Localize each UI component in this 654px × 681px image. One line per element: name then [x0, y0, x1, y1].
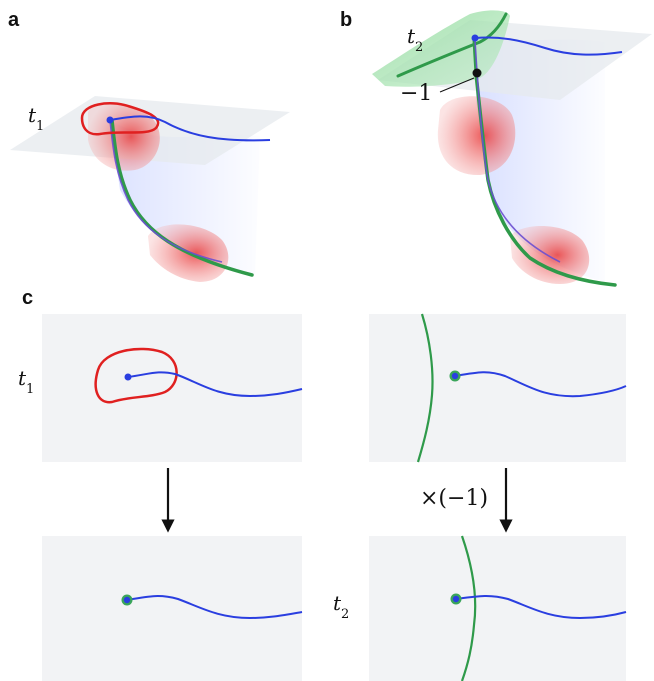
panel-a-time-label: t1 [28, 103, 44, 134]
point-marker [471, 34, 479, 42]
panel-c-frame [369, 536, 626, 681]
red-loop [80, 102, 160, 136]
blue-curve [454, 371, 627, 398]
vortex-line [474, 39, 561, 263]
value-leader [439, 77, 475, 93]
panel-b-time-label: t2 [407, 24, 423, 55]
blue-curve [126, 595, 303, 620]
panel-a-letter: a [8, 9, 20, 31]
point-marker [123, 596, 131, 604]
green-curve [460, 535, 477, 681]
point-marker [124, 373, 132, 381]
operation-label: ×(−1) [420, 486, 488, 511]
panel-a: a t1 [8, 9, 290, 282]
blue-curve [127, 371, 303, 398]
panel-c-bottom-right-label: t2 [333, 591, 349, 622]
red-shadow-blob-upper [88, 101, 160, 171]
vortex-line [109, 119, 223, 263]
red-loop [94, 347, 178, 404]
blue-curve [474, 36, 623, 56]
panel-b: b t2 −1 [340, 9, 652, 287]
panel-c-letter: c [22, 287, 33, 309]
panel-c-frame [42, 536, 302, 681]
blue-curve [455, 595, 627, 620]
red-shadow-blob-upper [437, 96, 516, 176]
blue-curve [109, 115, 271, 142]
panel-c-bottom-right [369, 535, 627, 681]
point-marker [106, 116, 114, 124]
panel-c: c t1 ×(−1) [18, 287, 627, 681]
green-connector [472, 39, 478, 75]
point-marker [452, 595, 460, 603]
panel-b-value-label: −1 [400, 81, 432, 106]
point-marker [451, 372, 459, 380]
panel-b-letter: b [340, 9, 352, 31]
panel-c-bottom-left [42, 536, 303, 681]
sign-change-point [472, 68, 482, 78]
red-shadow-blob-lower [510, 225, 590, 284]
panel-c-top-left-label: t1 [18, 366, 34, 397]
panel-c-top-right [369, 313, 627, 463]
green-curve [416, 313, 434, 463]
green-curve-top [396, 12, 508, 78]
green-curve [110, 118, 254, 277]
panel-c-frame [369, 314, 626, 462]
panel-c-top-left [42, 314, 303, 462]
